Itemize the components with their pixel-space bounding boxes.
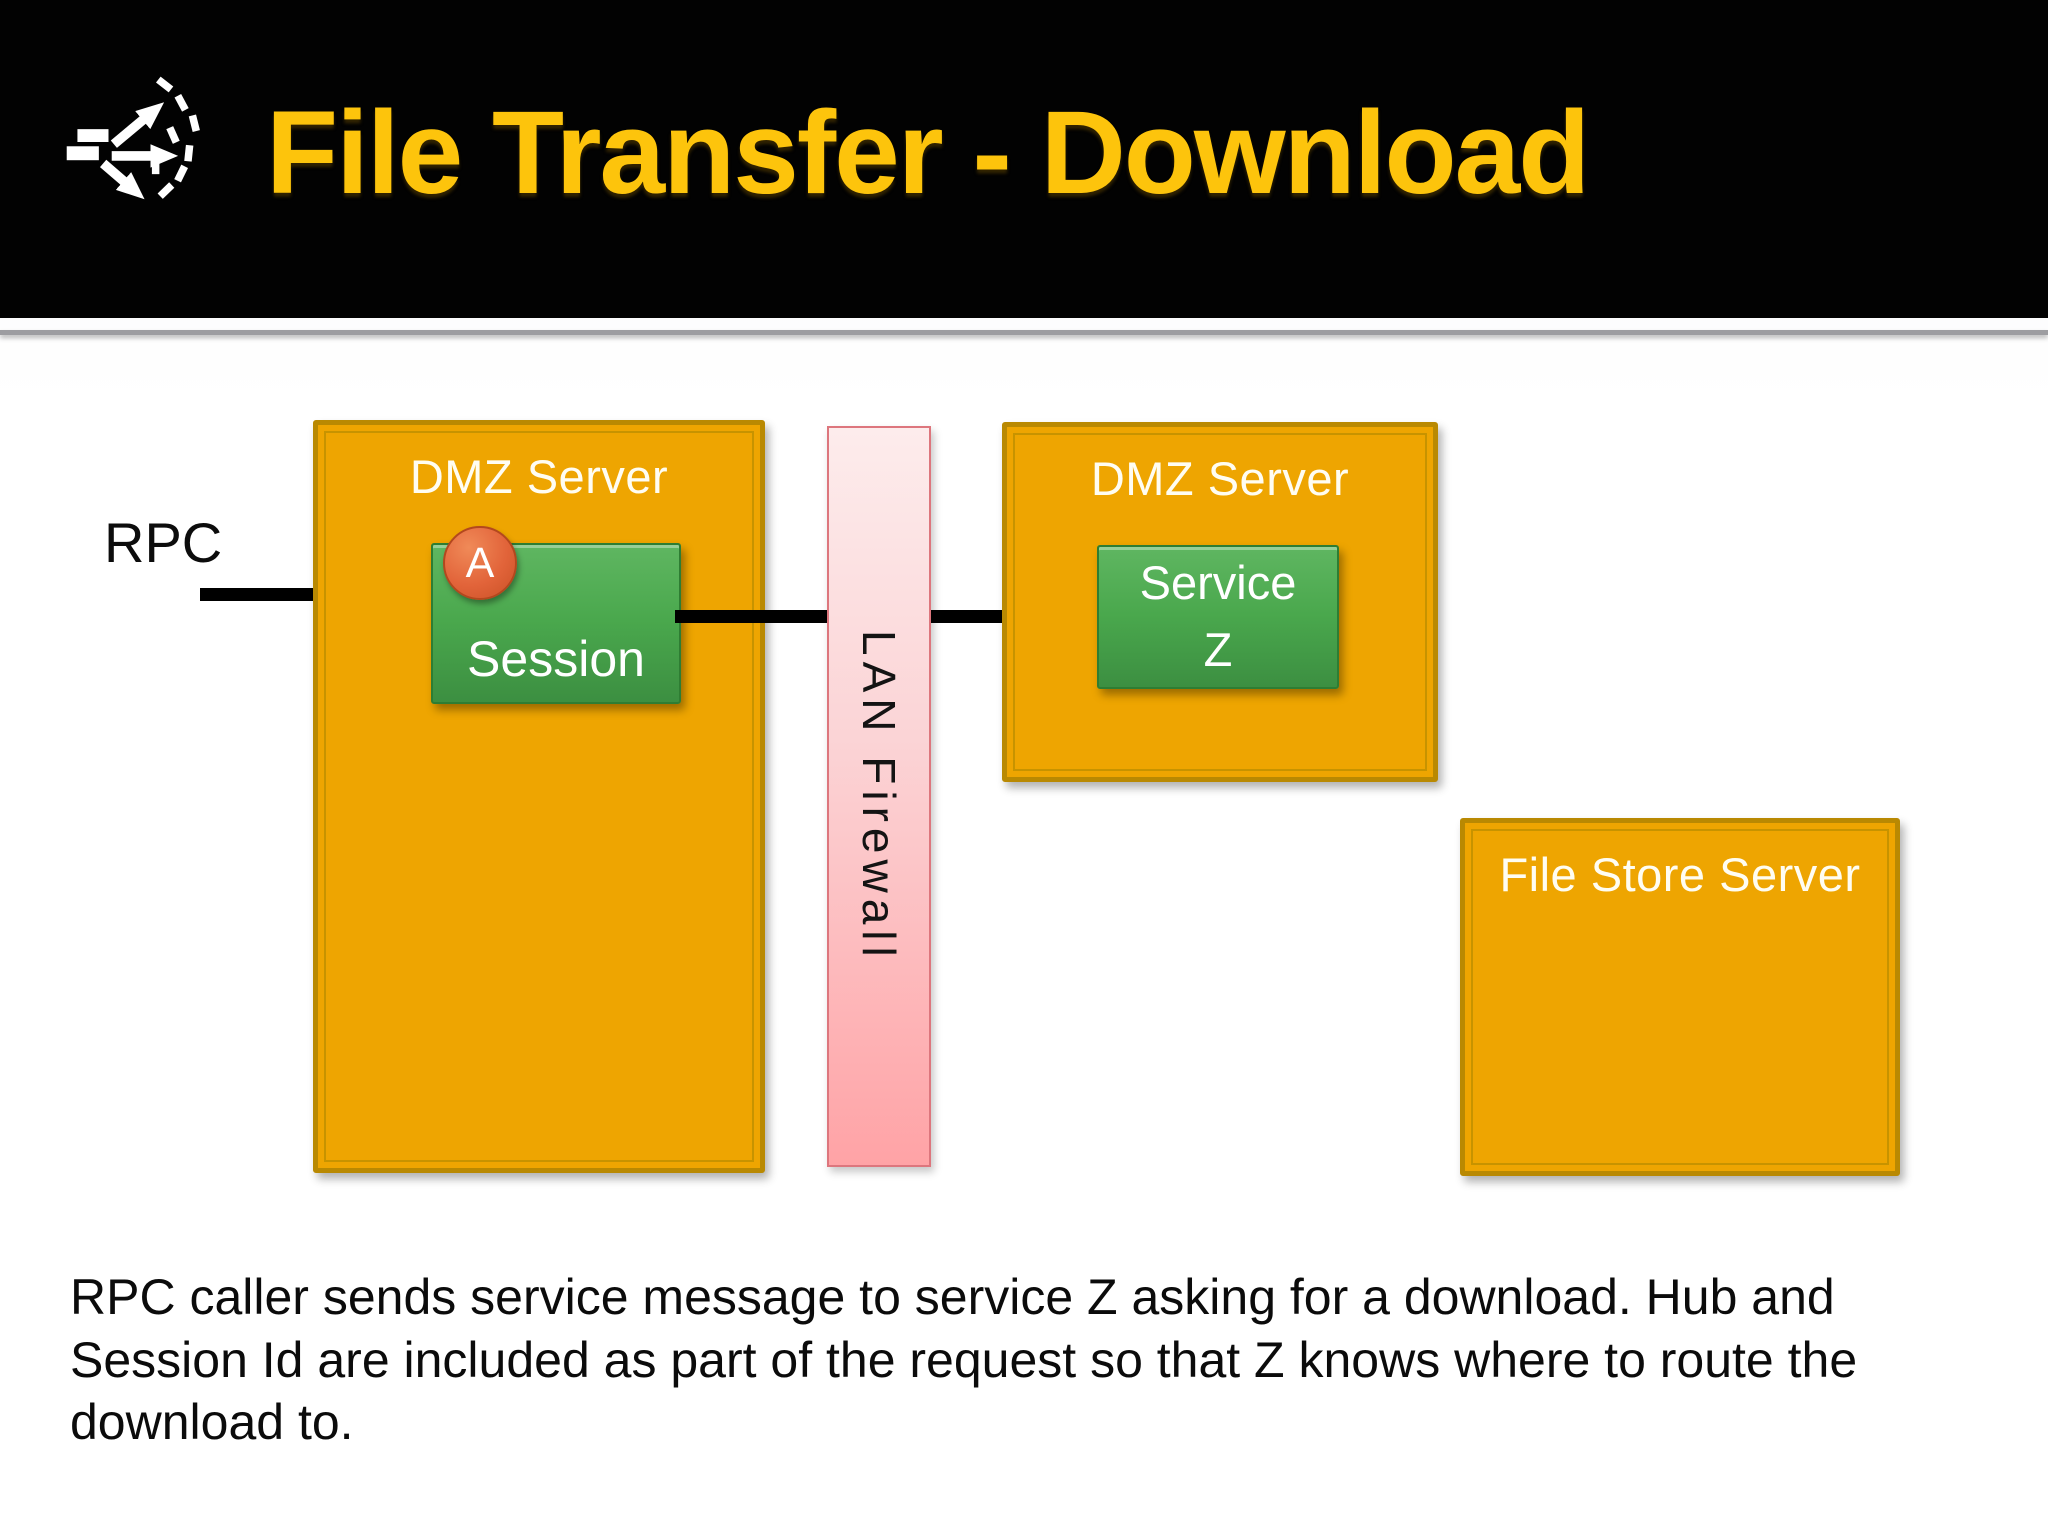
caption-text: RPC caller sends service message to serv… — [70, 1269, 1858, 1450]
file-store-server-box: File Store Server — [1460, 818, 1900, 1176]
lan-firewall-bar: LAN Firewall — [827, 426, 931, 1167]
hub-badge: A — [443, 526, 517, 600]
dmz-server-right-box: DMZ Server — [1002, 422, 1438, 782]
service-z-label: Service Z — [1140, 550, 1297, 683]
dmz-server-right-label: DMZ Server — [1090, 452, 1350, 505]
scatter-arrows-icon — [66, 76, 200, 200]
header-divider — [0, 330, 2048, 335]
service-z-label-line2: Z — [1203, 623, 1233, 676]
dmz-server-left-box: DMZ Server — [313, 420, 765, 1173]
file-store-server-label: File Store Server — [1499, 848, 1861, 901]
title-bar: File Transfer - Download — [0, 0, 2048, 318]
rpc-label: RPC — [104, 511, 223, 574]
service-z-box: Service Z — [1097, 545, 1339, 689]
page-title: File Transfer - Download — [266, 87, 1590, 219]
session-label: Session — [467, 631, 645, 687]
lan-firewall-label: LAN Firewall — [853, 630, 905, 963]
service-z-label-line1: Service — [1139, 556, 1297, 610]
dmz-server-left-label: DMZ Server — [409, 450, 669, 503]
hub-badge-label: A — [465, 538, 495, 587]
